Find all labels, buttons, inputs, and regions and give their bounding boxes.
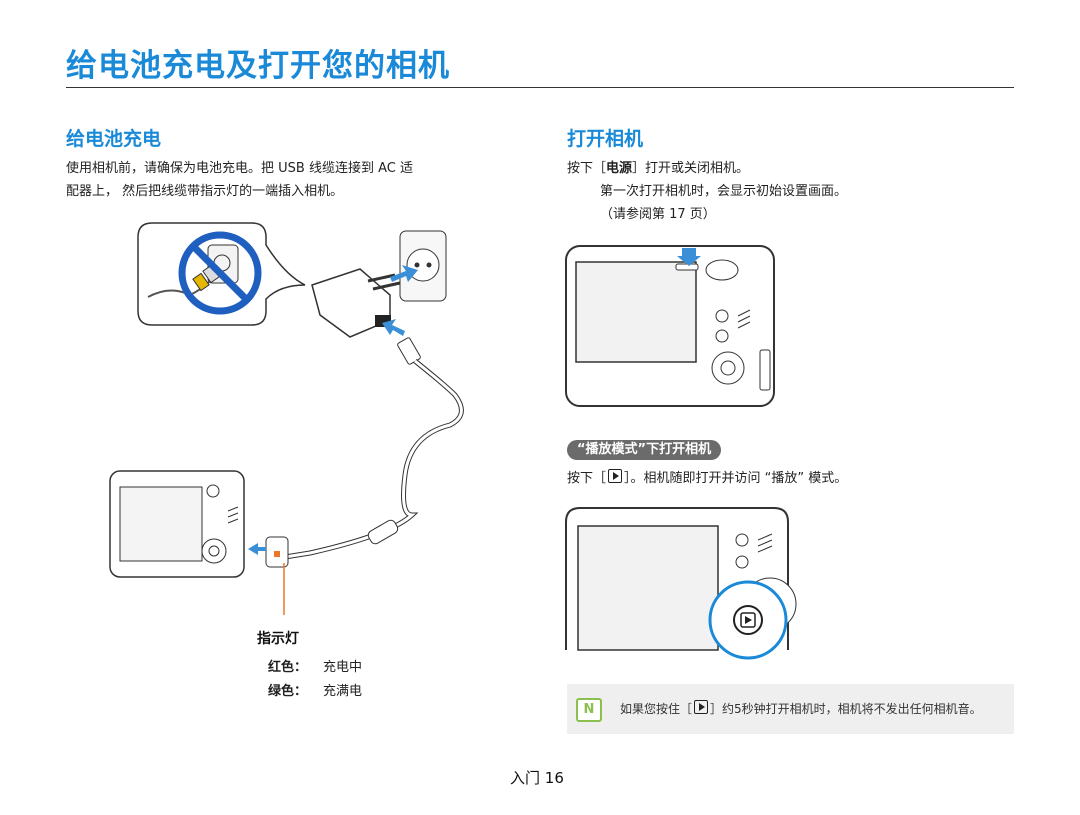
legend-status-full: 充满电 <box>323 684 363 699</box>
first-time-note: 第一次打开相机时，会显示初始设置画面。 （请参阅第 17 页） <box>600 180 847 226</box>
charge-instructions-line1: 使用相机前，请确保为电池充电。把 USB 线缆连接到 AC 适 <box>66 161 413 176</box>
prohibited-connection-callout <box>137 222 306 326</box>
ac-adapter <box>311 268 401 338</box>
page-footer: 入门 16 <box>510 767 564 788</box>
section-heading-charge: 给电池充电 <box>66 128 162 150</box>
note-icon: N <box>576 698 602 722</box>
title-divider <box>66 87 1014 88</box>
legend-color-green: 绿色： <box>268 684 308 699</box>
wall-outlet <box>399 230 447 302</box>
note-box <box>567 684 1014 734</box>
charge-instructions-line2: 配器上， 然后把线缆带指示灯的一端插入相机。 <box>66 184 344 199</box>
power-press-arrow-icon <box>677 248 701 266</box>
prohibited-icon <box>178 231 262 315</box>
page-title: 给电池充电及打开您的相机 <box>66 48 450 84</box>
legend-color-red: 红色： <box>268 660 308 675</box>
compact-camera-left <box>109 470 245 578</box>
camera-power-illustration <box>565 245 775 407</box>
playback-mode-pill: “播放模式”下打开相机 <box>567 440 722 460</box>
usb-cable <box>284 359 464 560</box>
note-text: 如果您按住［］约5秒钟打开相机时，相机将不发出任何相机音。 <box>620 700 982 716</box>
play-button-icon <box>608 469 623 483</box>
indicator-legend-title: 指示灯 <box>257 631 299 647</box>
camera-playback-illustration <box>565 507 797 660</box>
charging-illustration <box>109 222 464 615</box>
play-button-icon <box>733 605 763 635</box>
first-time-line1: 第一次打开相机时，会显示初始设置画面。 <box>600 184 848 199</box>
play-button-icon <box>694 700 709 714</box>
ferrite-core <box>367 519 399 545</box>
power-key-label: 电源 <box>606 161 633 176</box>
power-instruction: 按下［电源］打开或关闭相机。 <box>567 161 750 176</box>
insert-arrow-icon <box>390 265 418 282</box>
footer-section: 入门 <box>510 769 541 787</box>
footer-page-number: 16 <box>544 769 564 787</box>
legend-status-charging: 充电中 <box>323 660 363 675</box>
insert-arrow-icon <box>382 319 405 336</box>
indicator-legend-green: 绿色： 充满电 <box>268 680 362 699</box>
section-heading-power-on: 打开相机 <box>567 128 644 150</box>
insert-arrow-icon <box>248 543 266 555</box>
first-time-line2: （请参阅第 17 页） <box>600 207 716 222</box>
charge-instructions: 使用相机前，请确保为电池充电。把 USB 线缆连接到 AC 适 配器上， 然后把… <box>66 157 506 203</box>
indicator-legend-red: 红色： 充电中 <box>268 656 362 675</box>
playback-instruction: 按下［］。相机随即打开并访问 “播放” 模式。 <box>567 469 848 486</box>
